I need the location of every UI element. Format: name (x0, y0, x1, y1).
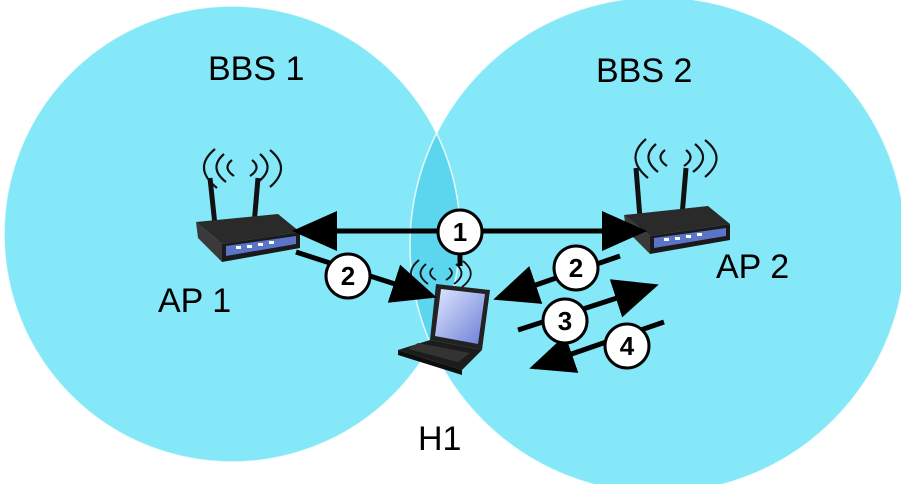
svg-text:2: 2 (341, 261, 355, 291)
step-2-marker-left: 2 (324, 252, 372, 300)
ap2-label: AP 2 (716, 248, 789, 286)
wifi-signal-icon (202, 148, 283, 189)
laptop-icon (398, 284, 490, 375)
svg-text:2: 2 (569, 253, 583, 283)
host-h1-label: H1 (418, 420, 461, 458)
bss2-label: BBS 2 (596, 52, 692, 90)
bss1-label: BBS 1 (208, 50, 304, 88)
wifi-signal-icon (634, 138, 718, 179)
step3-arrow (517, 279, 659, 333)
svg-text:1: 1 (453, 217, 467, 247)
step-2-marker-right: 2 (552, 244, 600, 292)
step-1-marker: 1 (436, 208, 484, 256)
svg-text:3: 3 (558, 306, 572, 336)
router-icon (196, 177, 300, 262)
svg-text:4: 4 (620, 331, 635, 361)
step-4-marker: 4 (603, 322, 651, 370)
step-3-marker: 3 (541, 297, 589, 345)
ap1-label: AP 1 (158, 282, 231, 320)
